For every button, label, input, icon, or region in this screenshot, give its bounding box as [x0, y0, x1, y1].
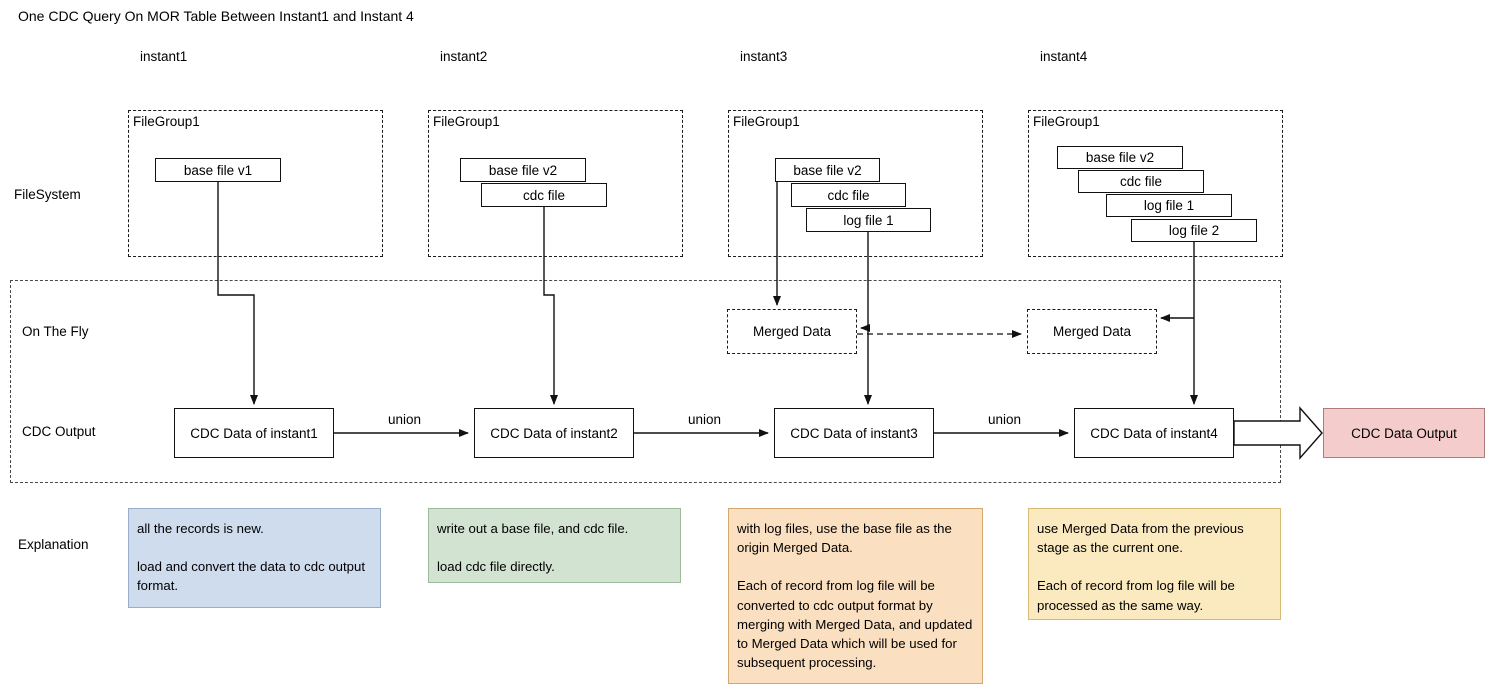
filegroup-label: FileGroup1 — [433, 114, 500, 129]
merged-data-instant4[interactable]: Merged Data — [1027, 309, 1157, 354]
explanation-instant4: use Merged Data from the previous stage … — [1028, 508, 1281, 620]
file-cdc-file[interactable]: cdc file — [481, 183, 607, 207]
file-base-file-v2[interactable]: base file v2 — [460, 158, 586, 182]
column-header-instant2: instant2 — [440, 49, 488, 64]
file-log-file-2[interactable]: log file 2 — [1131, 219, 1257, 242]
filegroup-label: FileGroup1 — [733, 114, 800, 129]
filegroup-instant3: FileGroup1 — [728, 110, 983, 257]
row-label-cdc-output: CDC Output — [22, 424, 96, 439]
file-base-file-v2[interactable]: base file v2 — [775, 158, 880, 182]
file-base-file-v1[interactable]: base file v1 — [155, 158, 281, 182]
union-label-3: union — [988, 412, 1022, 427]
cdc-node-instant4[interactable]: CDC Data of instant4 — [1074, 408, 1234, 458]
row-label-on-the-fly: On The Fly — [22, 324, 89, 339]
cdc-node-instant1[interactable]: CDC Data of instant1 — [174, 408, 334, 458]
file-cdc-file[interactable]: cdc file — [791, 183, 906, 207]
file-log-file-1[interactable]: log file 1 — [1106, 194, 1232, 217]
filegroup-label: FileGroup1 — [1033, 114, 1100, 129]
column-header-instant4: instant4 — [1040, 49, 1088, 64]
row-label-explanation: Explanation — [18, 537, 89, 552]
file-base-file-v2[interactable]: base file v2 — [1057, 146, 1183, 169]
filegroup-instant2: FileGroup1 — [428, 110, 683, 257]
cdc-node-instant2[interactable]: CDC Data of instant2 — [474, 408, 634, 458]
union-label-1: union — [388, 412, 422, 427]
filegroup-instant1: FileGroup1 — [128, 110, 383, 257]
explanation-instant3: with log files, use the base file as the… — [728, 508, 983, 684]
file-log-file-1[interactable]: log file 1 — [806, 208, 931, 232]
explanation-instant1: all the records is new. load and convert… — [128, 508, 381, 608]
merged-data-instant3[interactable]: Merged Data — [727, 309, 857, 354]
union-label-2: union — [688, 412, 722, 427]
column-header-instant3: instant3 — [740, 49, 788, 64]
row-label-filesystem: FileSystem — [14, 187, 81, 202]
filegroup-instant4: FileGroup1 — [1028, 110, 1283, 257]
column-header-instant1: instant1 — [140, 49, 188, 64]
file-cdc-file[interactable]: cdc file — [1078, 170, 1204, 193]
page-title: One CDC Query On MOR Table Between Insta… — [18, 8, 414, 24]
cdc-node-instant3[interactable]: CDC Data of instant3 — [774, 408, 934, 458]
explanation-instant2: write out a base file, and cdc file. loa… — [428, 508, 681, 583]
cdc-data-output-box[interactable]: CDC Data Output — [1323, 408, 1485, 458]
filegroup-label: FileGroup1 — [133, 114, 200, 129]
processing-region — [10, 280, 1281, 483]
